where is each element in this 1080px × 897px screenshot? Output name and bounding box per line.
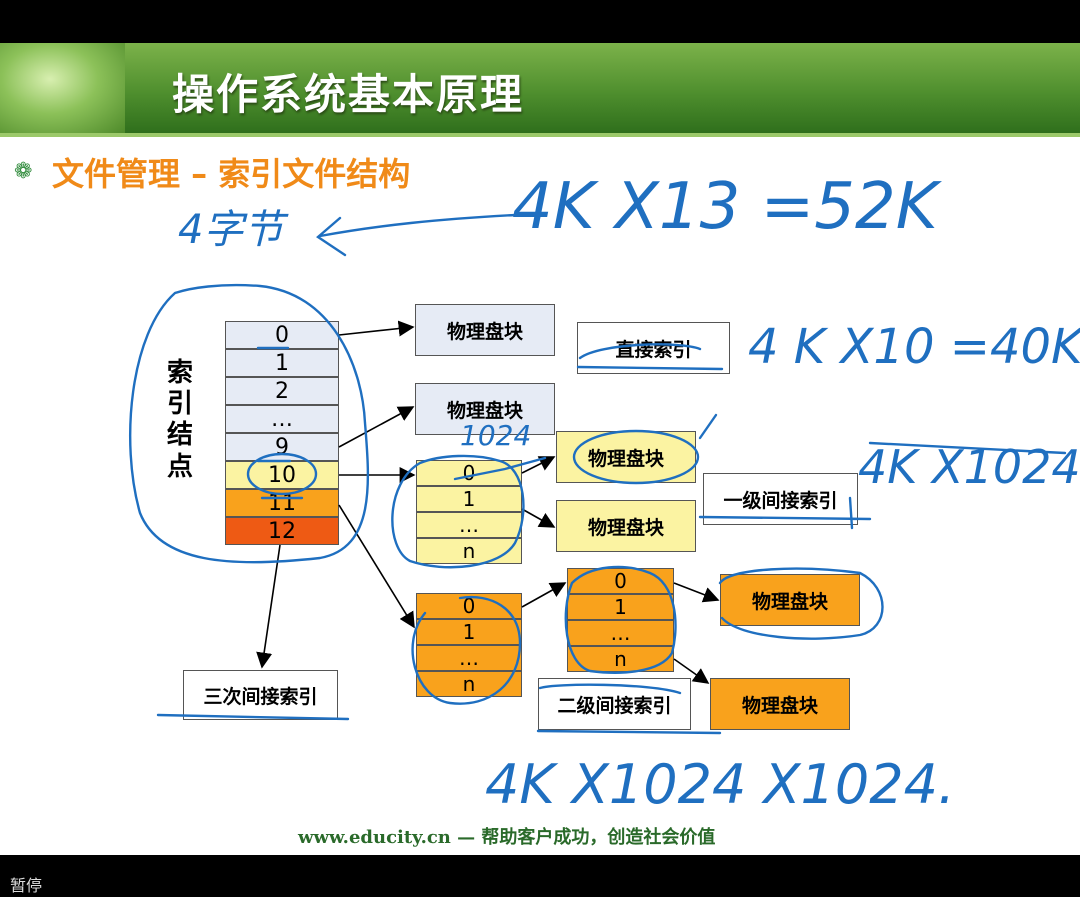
ink-arrow-head [316, 216, 347, 257]
annotation-4-bytes: 4字节 [178, 207, 289, 253]
arrow-single-to-block0 [521, 456, 556, 474]
ink-underline-4k1024 [868, 441, 1067, 455]
triple-indirect-label: 三次间接索引 [183, 670, 338, 720]
second-level-cell-ellipsis: … [567, 620, 674, 646]
diagram-arrows [256, 320, 720, 684]
annotation-direct-formula: 4 K X10 =40K [748, 319, 1080, 375]
arrow-triple-indirect [256, 544, 281, 669]
ink-tick-single-block [698, 413, 718, 440]
annotation-1024: 1024 [460, 419, 531, 452]
arrow-double-to-level2 [521, 582, 567, 608]
handwriting-overlay: 4K X13 =52K 4字节 4 K X10 =40K 4K X1024 10… [128, 170, 1080, 816]
ink-marks-double-label [536, 683, 722, 735]
ink-circle-cell-10 [246, 452, 318, 496]
index-cell-ellipsis: … [225, 405, 339, 433]
arrow-level2-to-block0 [673, 582, 720, 603]
arrow-direct-0 [338, 320, 415, 337]
annotation-double-formula: 4K X1024 X1024. [485, 753, 955, 816]
physical-block-direct-9: 物理盘块 [415, 383, 555, 435]
index-cell-12: 12 [225, 517, 339, 545]
single-indirect-cell-n: n [416, 538, 522, 564]
physical-block-single-n: 物理盘块 [556, 500, 696, 552]
index-cell-0: 0 [225, 321, 339, 349]
ink-circle-single-block [572, 429, 700, 485]
node-label-char: 索 [166, 358, 193, 388]
seedling-logo-icon [0, 43, 125, 133]
ink-circle-index-node [128, 283, 370, 564]
arrow-double-indirect [338, 504, 415, 629]
second-level-cell-1: 1 [567, 594, 674, 620]
ink-stroke-single [453, 456, 547, 481]
node-label-char: 引 [166, 389, 193, 420]
arrow-level2-to-blockn [673, 658, 710, 684]
banner-underline [0, 133, 1080, 137]
double-indirect-cell-1: 1 [416, 619, 522, 645]
double-indirect-label: 二级间接索引 [538, 678, 691, 730]
slide-subtitle: 文件管理 – 索引文件结构 [52, 155, 411, 193]
node-label-char: 结 [166, 420, 193, 451]
ink-underlines [256, 346, 304, 500]
gear-bullet-icon: ❁ [14, 159, 33, 184]
index-cell-10: 10 [225, 461, 339, 489]
single-indirect-cell-0: 0 [416, 460, 522, 486]
ink-circle-level2-table [564, 565, 677, 674]
single-indirect-cell-1: 1 [416, 486, 522, 512]
slide: 操作系统基本原理 ❁ 文件管理 – 索引文件结构 索 引 结 点 0 1 2 …… [0, 43, 1080, 855]
index-cell-1: 1 [225, 349, 339, 377]
physical-block-double-n: 物理盘块 [710, 678, 850, 730]
double-indirect-cell-n: n [416, 671, 522, 697]
physical-block-double-0: 物理盘块 [720, 574, 860, 626]
slide-banner [0, 43, 1080, 133]
ink-circle-single-table [391, 454, 525, 569]
double-indirect-cell-ellipsis: … [416, 645, 522, 671]
ink-marks-single-label [698, 496, 872, 530]
slide-title: 操作系统基本原理 [172, 70, 525, 119]
player-status: 暂停 [10, 876, 43, 895]
arrow-single-to-blockn [521, 508, 556, 528]
annotation-top-formula: 4K X13 =52K [512, 170, 943, 244]
direct-index-label: 直接索引 [577, 322, 730, 374]
arrow-direct-9 [338, 406, 415, 448]
ink-circle-double-table [411, 595, 522, 705]
node-label: 索 引 结 点 [165, 358, 195, 483]
physical-block-direct-0: 物理盘块 [415, 304, 555, 356]
ink-underline-triple [156, 713, 350, 721]
single-indirect-cell-ellipsis: … [416, 512, 522, 538]
second-level-cell-0: 0 [567, 568, 674, 594]
ink-circle-double-block [718, 567, 884, 640]
slide-footer: www.educity.cn — 帮助客户成功，创造社会价值 [298, 827, 716, 848]
ink-arrow-shaft [318, 213, 517, 238]
ink-underline-direct [576, 343, 724, 371]
node-label-char: 点 [166, 451, 193, 482]
index-cell-2: 2 [225, 377, 339, 405]
